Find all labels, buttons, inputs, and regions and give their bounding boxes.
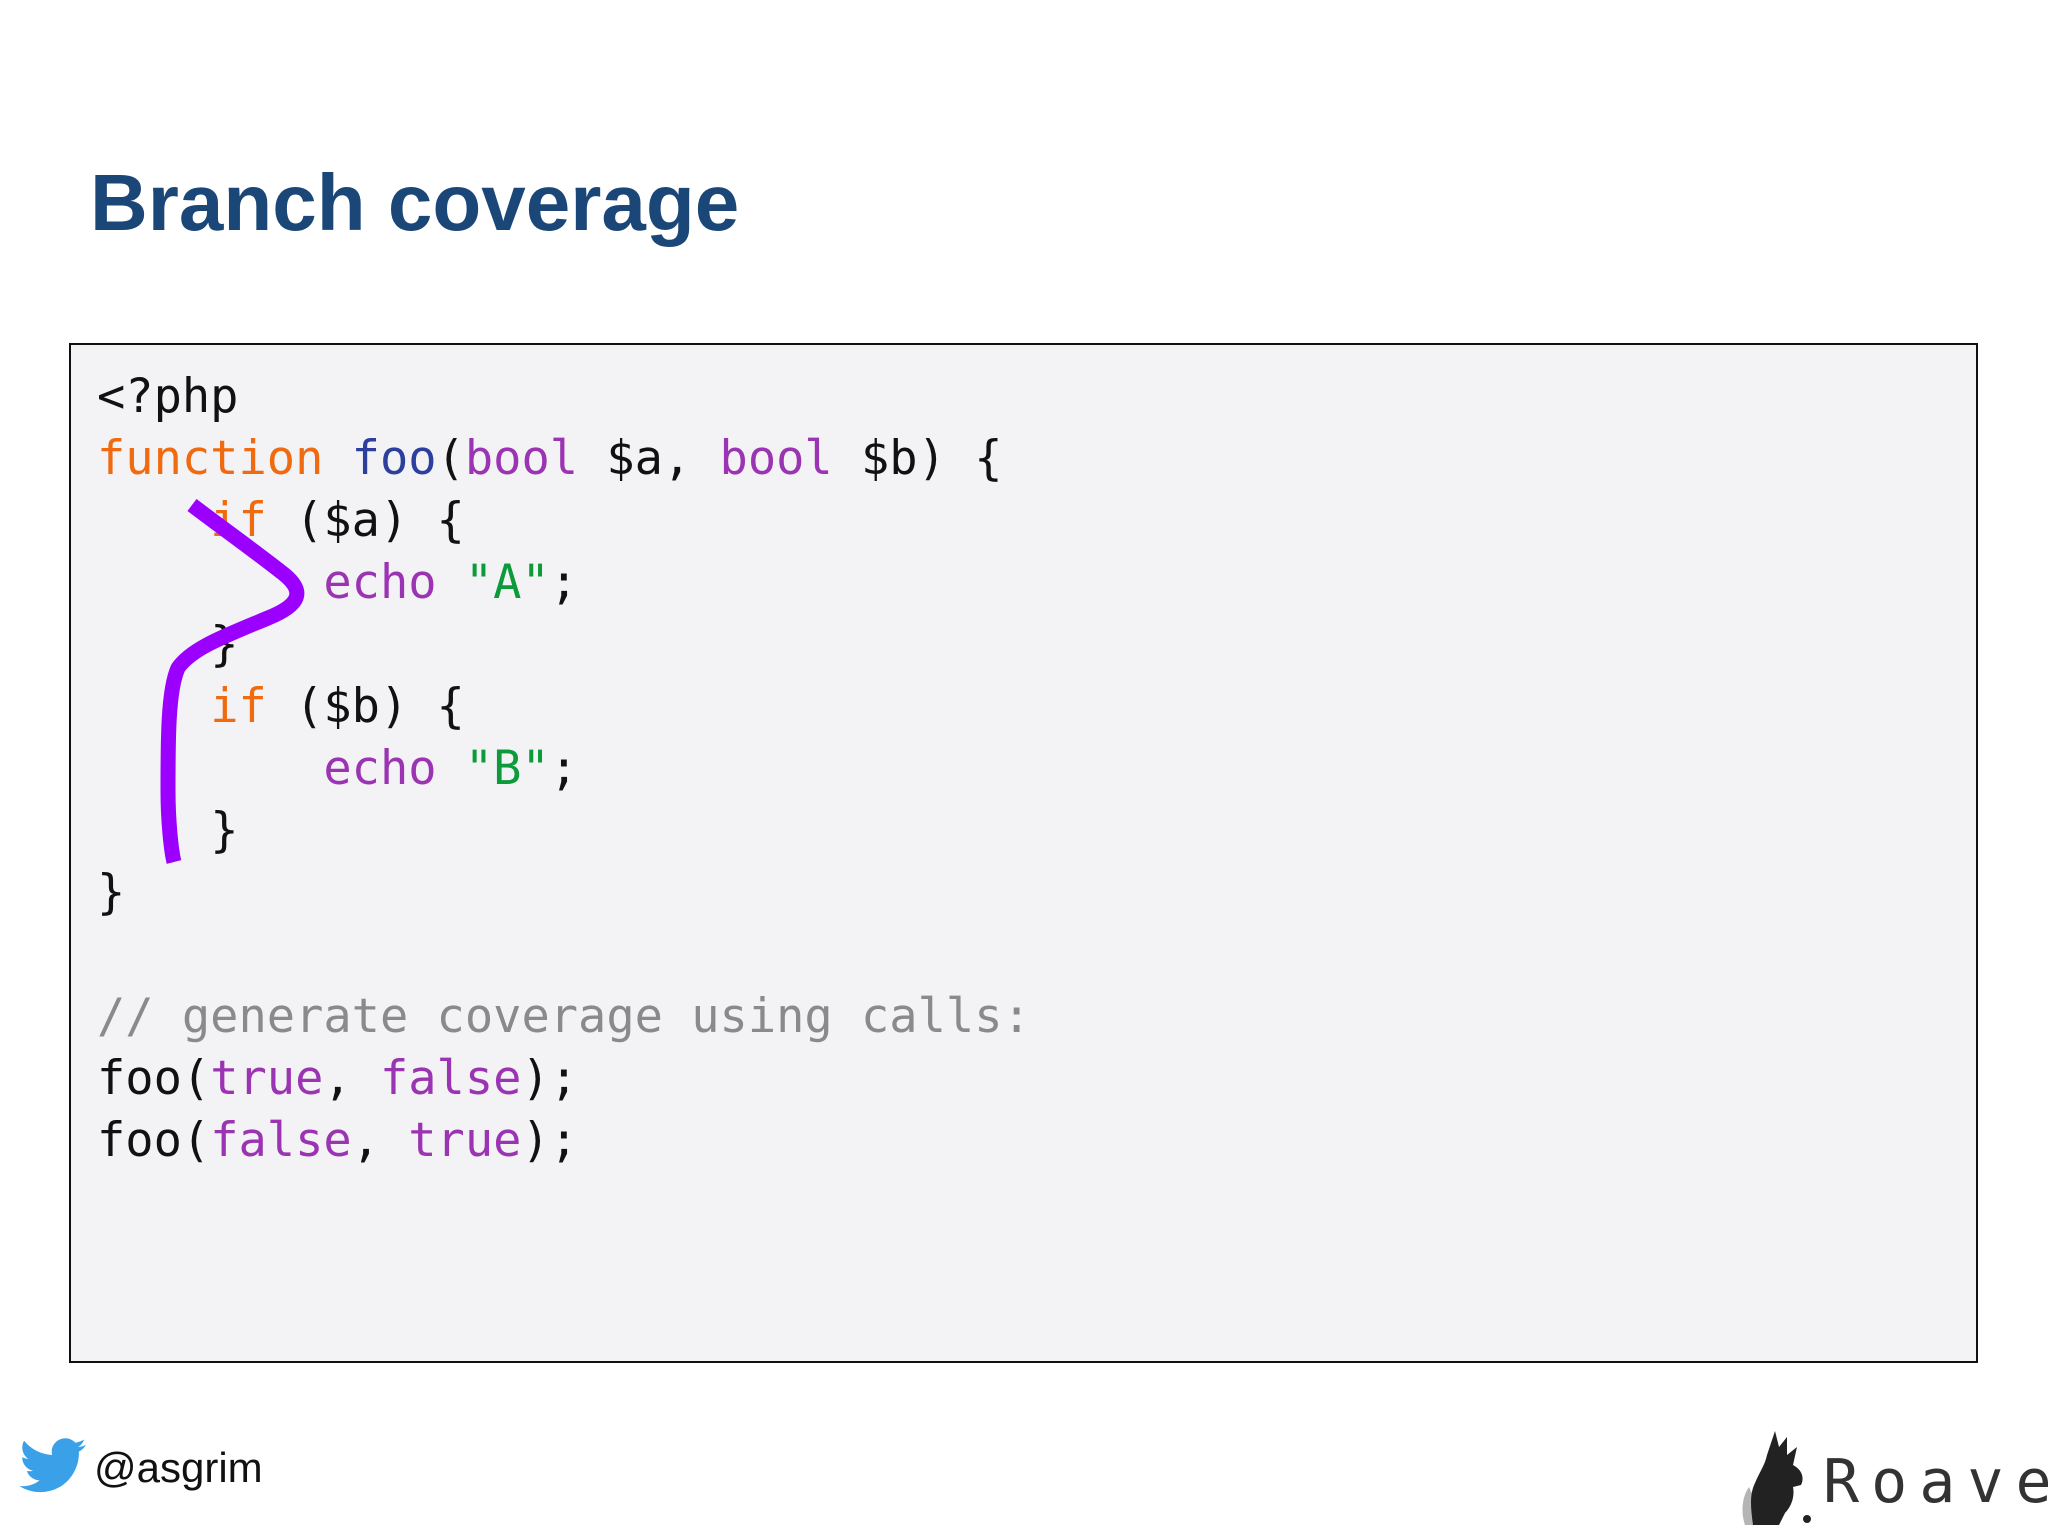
twitter-handle-text: @asgrim [94,1444,263,1491]
code-params: $b) { [832,431,1003,486]
keyword-if: if [210,493,267,548]
code-line-call-2: foo(false, true); [97,1110,1031,1172]
string-literal: "A" [464,555,550,610]
code-punct: ); [521,1051,579,1106]
code-line-php-open: <?php [97,366,1031,428]
call-arg-2: true [408,1113,522,1168]
code-punct: ( [436,431,465,486]
code-brace: } [210,617,239,672]
code-space [437,741,465,796]
code-line-blank [97,924,1031,986]
keyword-echo: echo [323,555,437,610]
code-brace: } [210,803,239,858]
code-line-close-function: } [97,862,1031,924]
keyword-function: function [97,431,324,486]
twitter-handle: @asgrim [18,1428,263,1508]
code-condition: ($b) { [266,679,465,734]
call-arg-2: false [379,1051,522,1106]
code-indent [97,555,323,610]
code-condition: ($a) { [266,493,465,548]
code-line-comment: // generate coverage using calls: [97,986,1031,1048]
code-indent [97,741,323,796]
roave-brand-text: Roave [1823,1447,2048,1517]
code-block-background [69,343,1978,1363]
code-brace: } [97,865,126,920]
code-params: $a, [578,431,720,486]
call-function: foo( [97,1051,211,1106]
code-line-if-a: if ($a) { [97,490,1031,552]
code-punct: ; [549,741,579,796]
roave-logo: Roave [1735,1415,2048,1525]
code-line-call-1: foo(true, false); [97,1048,1031,1110]
code-comment: // generate coverage using calls: [97,989,1031,1044]
keyword-if: if [210,679,267,734]
call-arg-1: true [210,1051,324,1106]
code-line-echo-a: echo "A"; [97,552,1031,614]
roave-wolf-icon [1742,1431,1811,1525]
code-indent [97,679,210,734]
type-bool: bool [719,431,833,486]
keyword-echo: echo [323,741,437,796]
php-open-tag: <?php [97,369,239,424]
call-function: foo( [97,1113,211,1168]
code-punct: ); [521,1113,579,1168]
code-punct: ; [549,555,579,610]
code-line-if-b: if ($b) { [97,676,1031,738]
code-indent [97,493,210,548]
code-line-echo-b: echo "B"; [97,738,1031,800]
call-arg-1: false [210,1113,352,1168]
code-line-function: function foo(bool $a, bool $b) { [97,428,1031,490]
function-name: foo [351,431,437,486]
code-space [437,555,465,610]
code-indent [97,803,210,858]
code-punct: , [351,1113,409,1168]
type-bool: bool [464,431,579,486]
twitter-bird-icon [19,1438,86,1493]
code-indent [97,617,210,672]
code-line-close-if-b: } [97,800,1031,862]
code-punct: , [323,1051,380,1106]
code-line-close-if-a: } [97,614,1031,676]
slide-title: Branch coverage [90,158,740,247]
string-literal: "B" [464,741,550,796]
